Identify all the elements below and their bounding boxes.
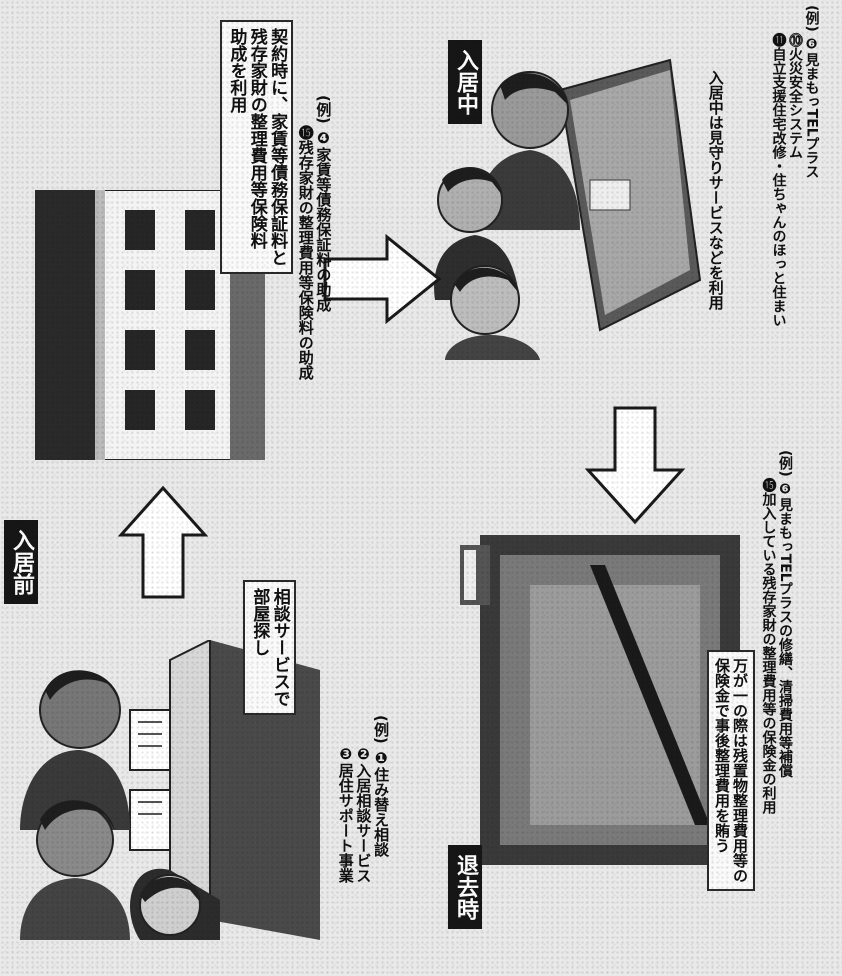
arrow-down-icon bbox=[585, 406, 685, 525]
arrow-right-icon bbox=[323, 234, 442, 324]
contract-box-note: 契約時に、家賃等債務保証料と 残存家財の整理費用等保険料 助成を利用 bbox=[220, 20, 294, 274]
consultation-illustration bbox=[20, 640, 320, 940]
empty-room-illustration bbox=[460, 535, 740, 865]
stage-tag-moveout: 退去時 bbox=[448, 845, 482, 929]
stage-tag-during: 入居中 bbox=[448, 40, 482, 124]
arrow-up-icon bbox=[118, 485, 208, 599]
moveout-example-list: (例) ❻見まもっTELプラスの修繕、清掃費用等補償 ⓯加入している残存家財の整… bbox=[760, 450, 794, 814]
living-example-list: (例) ❻見まもっTELプラス ⓾火災安全システム ⓫自立支援住宅改修・住ちゃん… bbox=[770, 5, 820, 327]
moveout-box-note: 万が一の際は残置物整理費用等の 保険金で事後整理費用を賄う bbox=[707, 650, 755, 891]
building-illustration bbox=[35, 190, 265, 460]
consult-example-list: (例) ❶住み替え相談 ❷入居相談サービス ❸居住サポート事業 bbox=[336, 715, 391, 883]
consult-box-note: 相談サービスで 部屋探し bbox=[243, 580, 296, 715]
living-illustration bbox=[434, 58, 702, 360]
contract-example-list: (例) ❹家賃等債務保証料の助成 ⓯残存家財の整理費用等保険料の助成 bbox=[296, 95, 333, 380]
living-service-note: 入居中は見守りサービスなどを利用 bbox=[706, 70, 725, 310]
stage-tag-before: 入居前 bbox=[4, 520, 38, 604]
